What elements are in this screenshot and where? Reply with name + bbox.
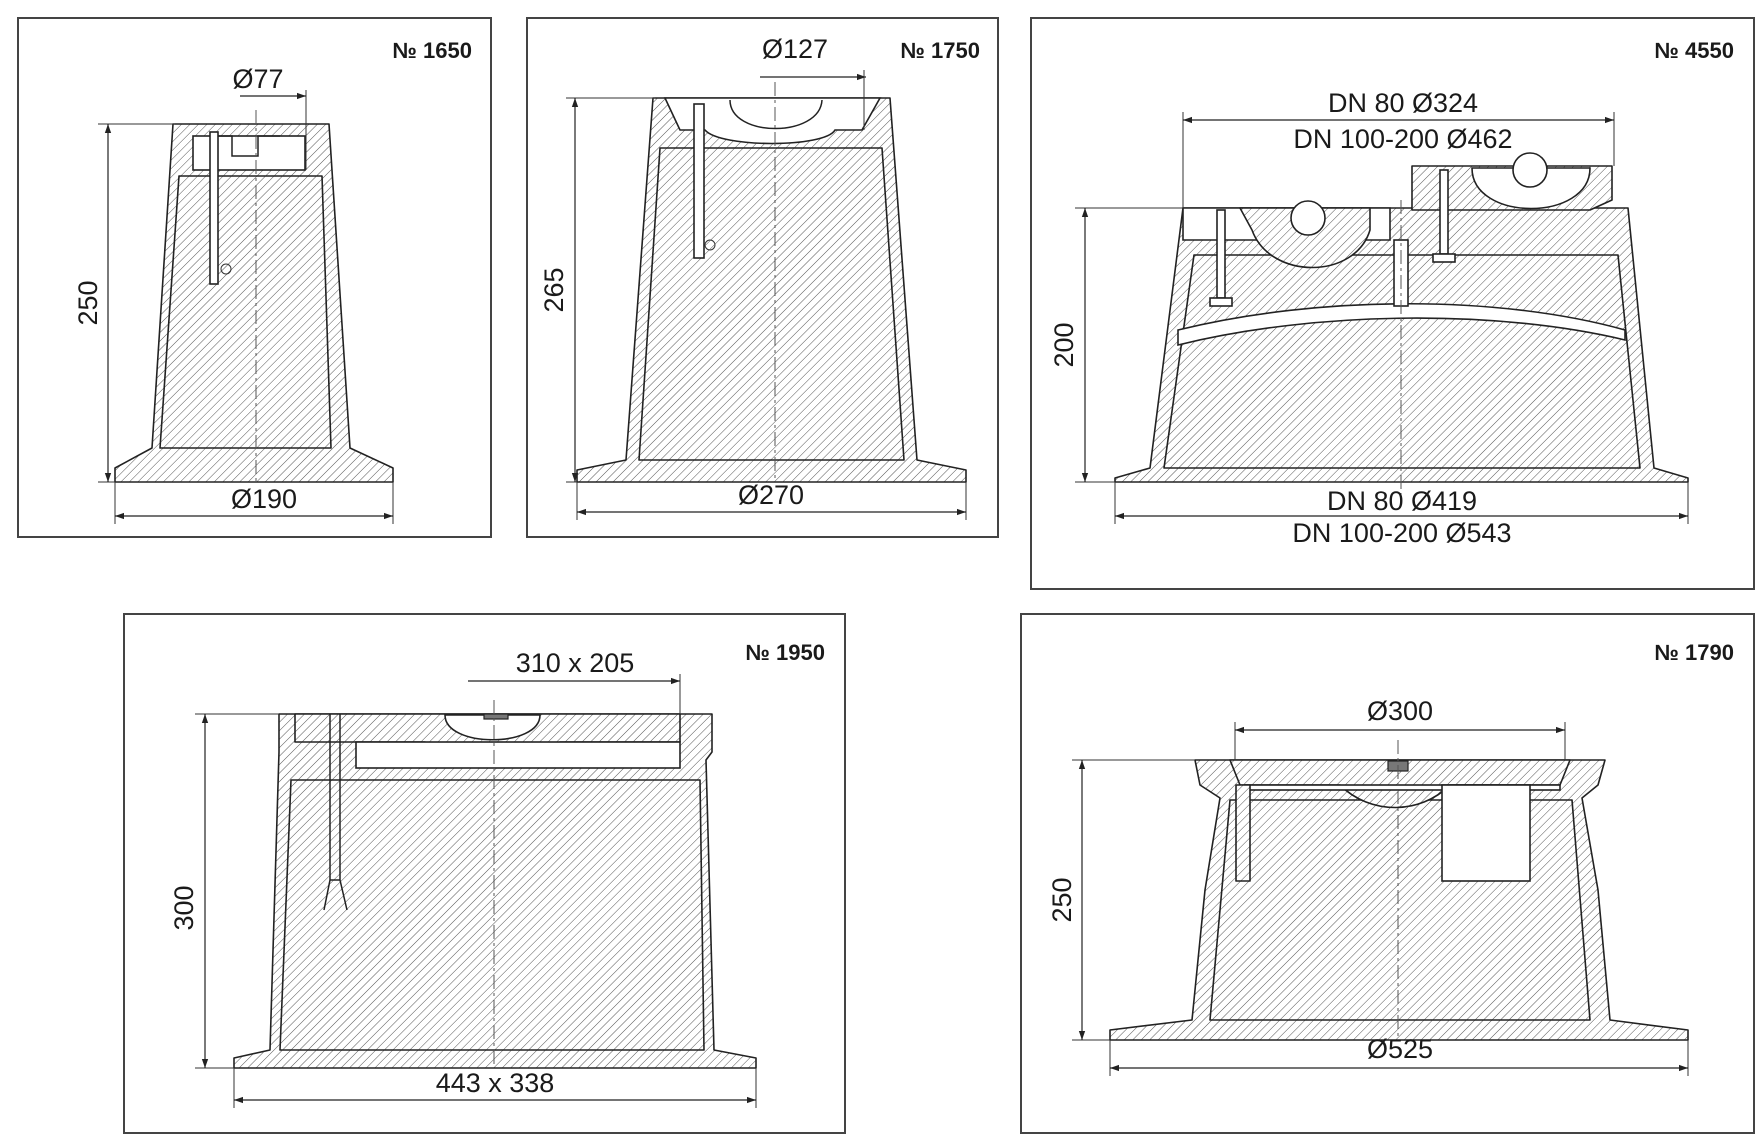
- inner-insert: [1441, 784, 1531, 882]
- dim-height: 265: [539, 267, 569, 312]
- dim-height: 250: [73, 280, 103, 325]
- dim-base-dn100: DN 100-200 Ø543: [1292, 518, 1511, 548]
- panel-4550: № 4550 DN 80 Ø324 DN 100-200 Ø462 200 DN…: [1030, 17, 1755, 590]
- panel-title: № 4550: [1654, 38, 1734, 63]
- casting-section: [233, 713, 757, 1069]
- right-bowl-hole: [1512, 152, 1548, 188]
- left-bowl: [1239, 207, 1371, 269]
- bolt-left-nut: [1209, 297, 1233, 307]
- operating-rod: [209, 131, 219, 285]
- dim-height: 300: [169, 885, 199, 930]
- dim-top-dn80: DN 80 Ø324: [1328, 88, 1478, 118]
- panel-1790: № 1790 Ø300 250 Ø525: [1020, 613, 1755, 1134]
- dim-top-diameter: Ø127: [762, 34, 828, 64]
- dim-top-size: 310 x 205: [516, 648, 635, 678]
- dim-base-diameter: Ø270: [738, 480, 804, 510]
- dim-top-dn100: DN 100-200 Ø462: [1293, 124, 1512, 154]
- panel-title: № 1750: [900, 38, 980, 63]
- panel-1750: № 1750 Ø127 265 Ø270: [526, 17, 999, 538]
- panel-1950: № 1950 310 x 205 300 443 x 338: [123, 613, 846, 1134]
- panel-frame: [1020, 613, 1755, 1134]
- rod-ring: [704, 239, 716, 251]
- panel-frame: [1030, 17, 1755, 590]
- cover-marker: [483, 713, 509, 720]
- dim-base-diameter: Ø190: [231, 484, 297, 514]
- top-cap: [663, 97, 882, 145]
- casting-section: [576, 97, 967, 483]
- dim-base-dn80: DN 80 Ø419: [1327, 486, 1477, 516]
- bolt-left: [1216, 209, 1226, 299]
- lid-profile: [210, 135, 280, 157]
- panel-frame: [526, 17, 999, 538]
- center-web: [1393, 239, 1409, 307]
- cover-dish: [444, 714, 541, 741]
- casting-section: [114, 123, 394, 483]
- right-bowl: [1471, 167, 1591, 210]
- dim-base-size: 443 x 338: [436, 1068, 555, 1098]
- panel-title: № 1650: [392, 38, 472, 63]
- inner-lug: [1235, 784, 1251, 882]
- cap-bowl: [729, 99, 823, 130]
- dim-height: 250: [1047, 877, 1077, 922]
- panel-title: № 1950: [745, 640, 825, 665]
- bolt-right: [1439, 169, 1449, 255]
- panel-frame: [17, 17, 492, 538]
- lifting-key: [323, 714, 348, 911]
- operating-rod: [693, 103, 705, 259]
- panel-1650: № 1650 Ø77 250 Ø190: [17, 17, 492, 538]
- dim-top-diameter: Ø77: [232, 64, 283, 94]
- dim-height: 200: [1049, 322, 1079, 367]
- left-bowl-hole: [1290, 200, 1326, 236]
- panel-title: № 1790: [1654, 640, 1734, 665]
- panel-frame: [123, 613, 846, 1134]
- inner-arch: [1177, 302, 1626, 347]
- dim-top-diameter: Ø300: [1367, 696, 1433, 726]
- rod-ring: [220, 263, 232, 275]
- cover-recess: [355, 741, 681, 769]
- bolt-right-nut: [1432, 253, 1456, 263]
- dim-base-diameter: Ø525: [1367, 1034, 1433, 1064]
